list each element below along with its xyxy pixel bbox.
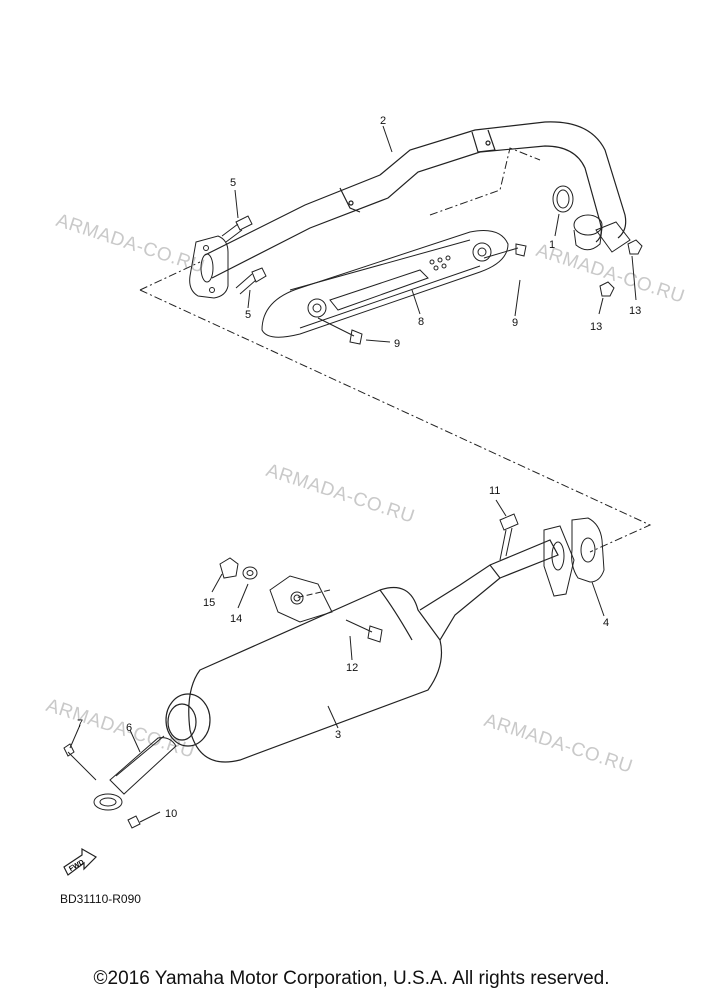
callout-13-left: 13 xyxy=(590,321,602,333)
callout-3: 3 xyxy=(335,729,341,741)
bolt-5-upper xyxy=(221,215,253,243)
heat-protector xyxy=(261,230,509,338)
callout-12: 12 xyxy=(346,662,358,674)
nut-10 xyxy=(127,815,141,829)
nut-13-a xyxy=(599,281,615,297)
callout-5-upper: 5 xyxy=(230,177,236,189)
nut-13-b xyxy=(627,239,643,255)
callout-1: 1 xyxy=(549,239,555,251)
callout-14: 14 xyxy=(230,613,242,625)
spark-arrester xyxy=(93,735,177,811)
callout-13-right: 13 xyxy=(629,305,641,317)
gasket-4 xyxy=(571,517,605,583)
callout-11: 11 xyxy=(489,485,500,497)
diagram-code: BD31110-R090 xyxy=(60,892,141,906)
bolt-11 xyxy=(499,513,519,561)
bolt-7 xyxy=(63,743,97,781)
pipe-flange xyxy=(189,235,229,299)
nut-15 xyxy=(219,557,239,579)
fwd-arrow: FWD xyxy=(60,845,100,890)
bolt-12 xyxy=(345,619,383,643)
callout-15: 15 xyxy=(203,597,215,609)
callout-8: 8 xyxy=(418,316,424,328)
muffler xyxy=(165,539,559,763)
fwd-label: FWD xyxy=(68,859,85,873)
callout-9-right: 9 xyxy=(512,317,518,329)
pipe-outlet xyxy=(573,214,631,253)
muffler-flange xyxy=(543,525,575,597)
callout-2: 2 xyxy=(380,115,386,127)
washer-14 xyxy=(242,566,258,580)
bolt-9-lower xyxy=(317,317,363,345)
callout-6: 6 xyxy=(126,722,132,734)
callout-7: 7 xyxy=(77,718,83,730)
callout-9-left: 9 xyxy=(394,338,400,350)
exhaust-pipe xyxy=(204,121,627,279)
callout-10: 10 xyxy=(165,808,177,820)
gasket-1 xyxy=(552,185,574,213)
callout-4: 4 xyxy=(603,617,609,629)
muffler-bracket xyxy=(269,575,333,623)
copyright-notice: ©2016 Yamaha Motor Corporation, U.S.A. A… xyxy=(93,968,610,989)
bolt-9-upper xyxy=(483,243,527,259)
bolt-5-lower xyxy=(235,267,267,295)
callout-5-lower: 5 xyxy=(245,309,251,321)
